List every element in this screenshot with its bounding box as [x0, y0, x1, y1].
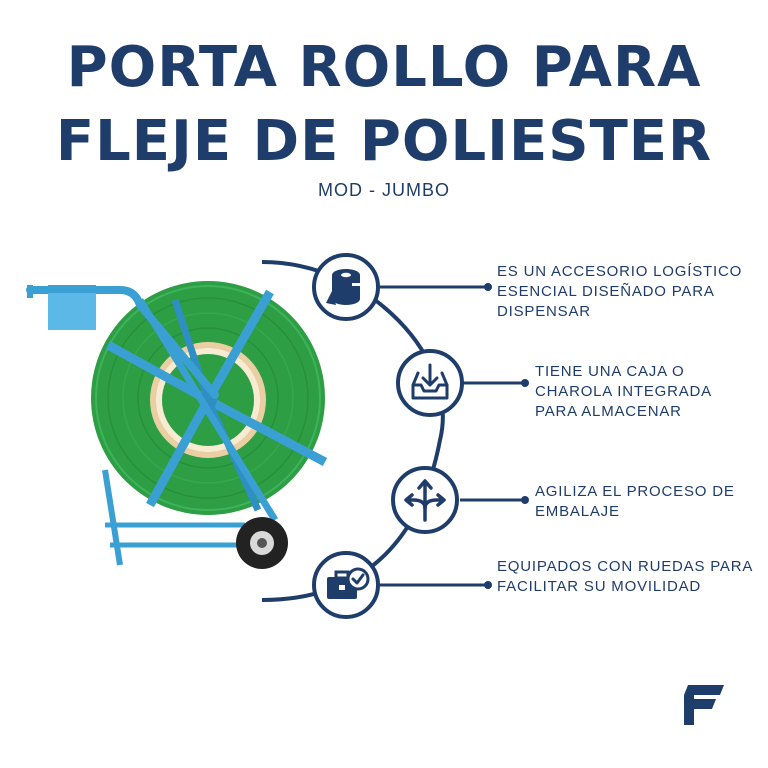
feature-text-2: TIENE UNA CAJA O CHAROLA INTEGRADA PARA … — [535, 363, 712, 420]
feature-text-3: AGILIZA EL PROCESO DE EMBALAJE — [535, 483, 735, 520]
dispenser-image — [26, 281, 328, 569]
page-title-line-2: FLEJE DE POLIESTER — [55, 109, 713, 174]
split-arrows-icon — [391, 466, 459, 534]
model-subtitle: MOD - JUMBO — [318, 180, 450, 200]
page-title-line-1: PORTA ROLLO PARA — [66, 35, 702, 100]
inbox-tray-icon — [396, 349, 464, 417]
tape-roll-icon — [312, 253, 380, 321]
feature-text-4: EQUIPADOS CON RUEDAS PARA FACILITAR SU M… — [497, 558, 753, 595]
brand-logo — [684, 685, 724, 725]
briefcase-check-icon — [312, 551, 380, 619]
feature-text-1: ES UN ACCESORIO LOGÍSTICO ESENCIAL DISEÑ… — [497, 263, 743, 320]
